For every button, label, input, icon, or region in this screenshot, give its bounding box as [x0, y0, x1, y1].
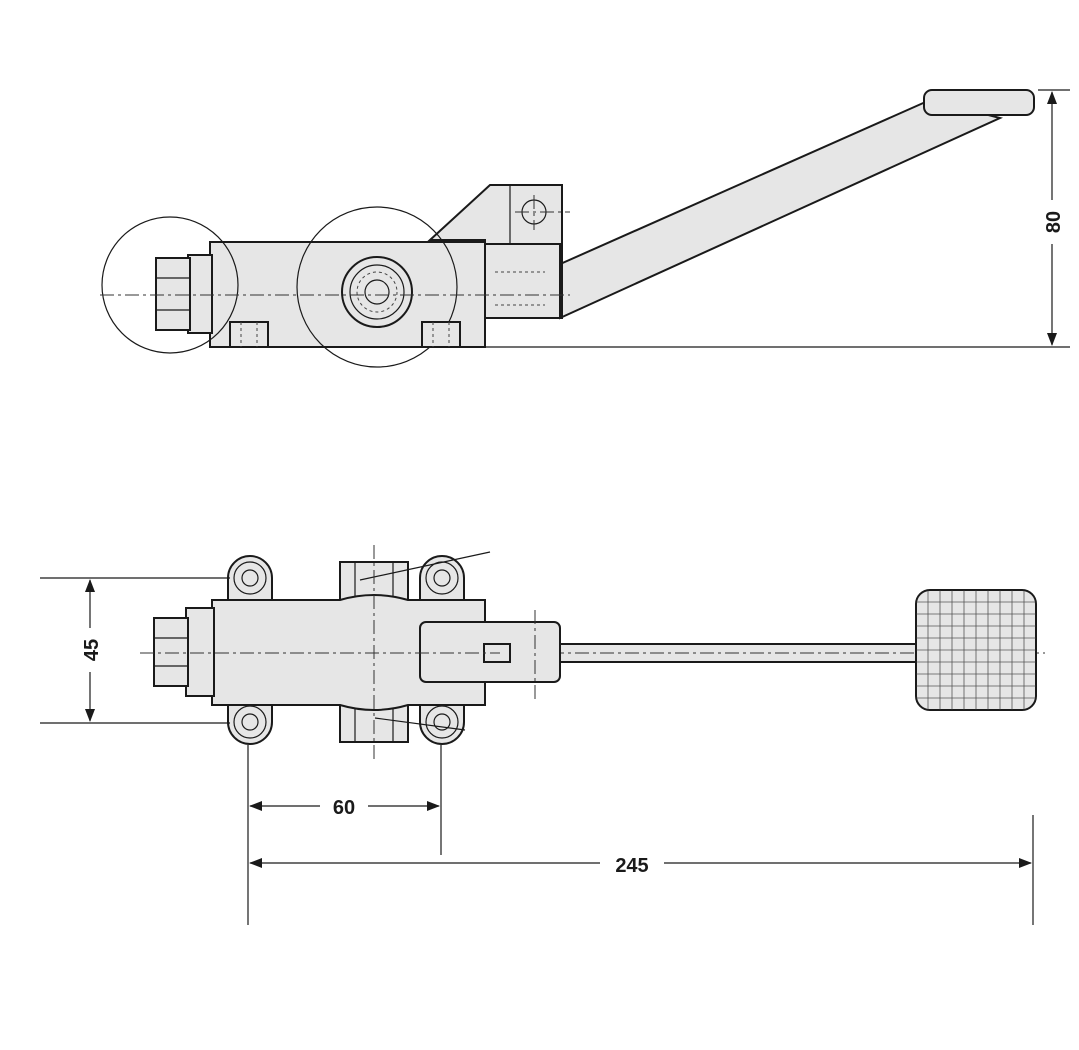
top-view: 45 60 245 [40, 545, 1045, 925]
dimension-60-label: 60 [333, 797, 355, 819]
dimension-45-label: 45 [81, 639, 103, 661]
valve-block-side [484, 243, 561, 319]
port-nut-left [155, 257, 191, 331]
pedal-pad-side [923, 89, 1035, 116]
port-fitting-left [187, 254, 213, 334]
base-hole-left [229, 321, 269, 348]
dimension-245: 245 [249, 855, 1032, 877]
dimension-245-label: 245 [615, 855, 648, 877]
port-nut-left-top [153, 617, 189, 687]
mount-lugs [227, 555, 465, 745]
base-hole-right [421, 321, 461, 348]
dimension-80-label: 80 [1043, 211, 1065, 233]
dimension-80: 80 [1040, 91, 1065, 346]
side-view: 80 [100, 89, 1070, 368]
port-fitting-left-top [185, 607, 215, 697]
dimension-60: 60 [249, 797, 440, 819]
pedal-arm-side [556, 98, 1003, 320]
dimension-45: 45 [78, 579, 103, 722]
center-port [341, 256, 413, 328]
detail-circle-left [101, 216, 239, 354]
detail-circle-center [296, 206, 458, 368]
pedal-pad-top [915, 589, 1037, 711]
